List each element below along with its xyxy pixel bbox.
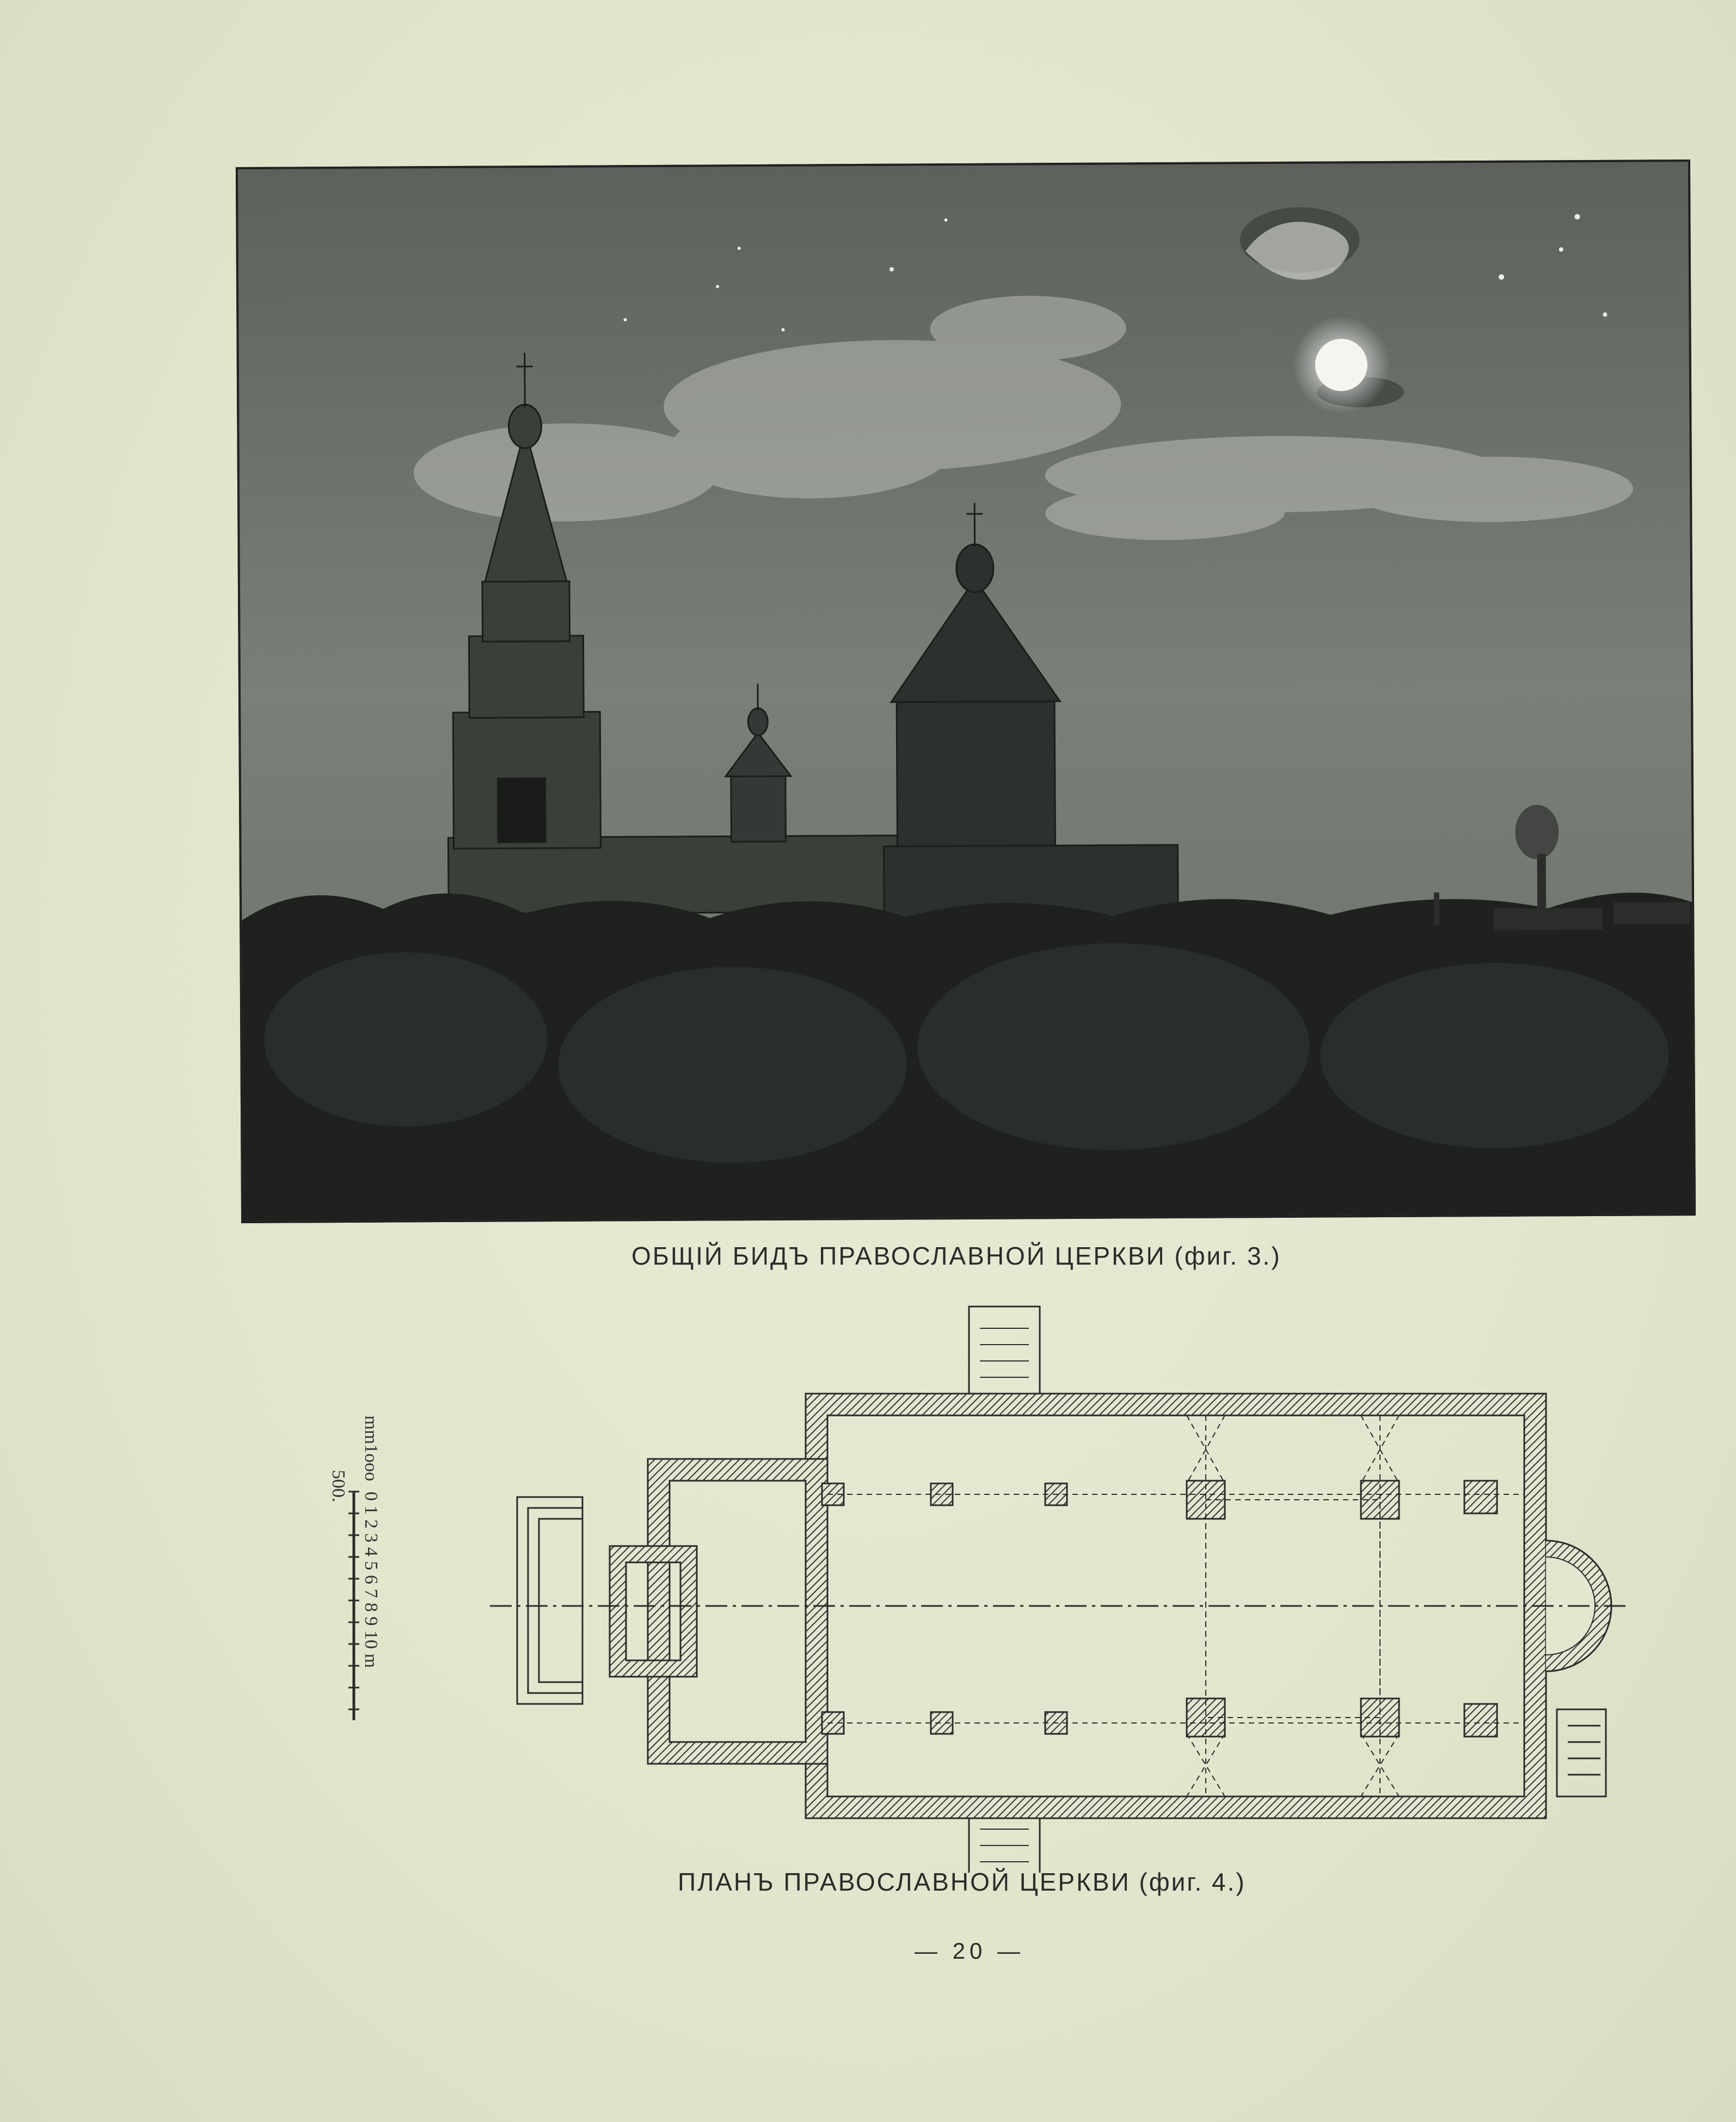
figure-4-caption: ПЛАНЪ ПРАВОСЛАВНОЙ ЦЕРКВИ (фиг. 4.) <box>678 1868 1246 1896</box>
scale-numbers: 0 1 2 3 4 5 6 7 8 9 10 m <box>361 1492 381 1668</box>
scale-prefix: mm1ооо <box>361 1415 381 1481</box>
plan-scale-bar: mm1ооо 0 1 2 3 4 5 6 7 8 9 10 m 500. <box>327 1415 381 1723</box>
figure-3-caption: ОБЩІЙ БИДЪ ПРАВОСЛАВНОЙ ЦЕРКВИ (фиг. 3.) <box>631 1242 1281 1270</box>
page-number: — 20 — <box>915 1938 1025 1964</box>
church-floor-plan <box>479 1296 1644 1901</box>
scale-unit: 500. <box>328 1470 348 1502</box>
church-photograph <box>235 160 1696 1223</box>
